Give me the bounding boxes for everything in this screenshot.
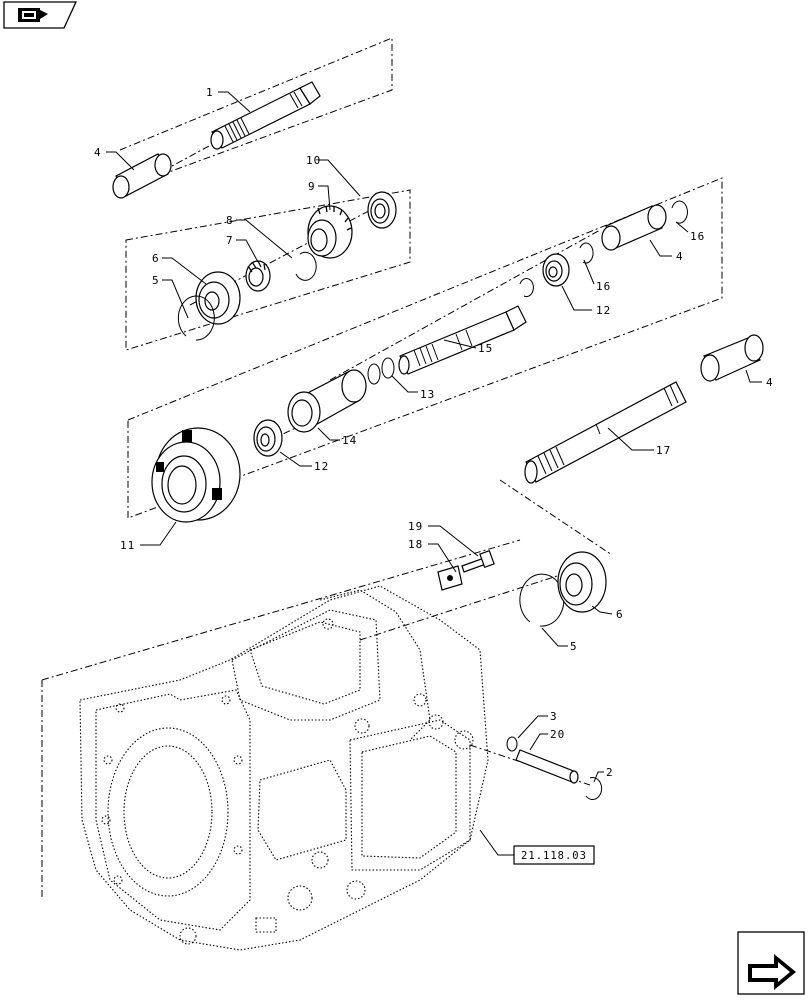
part-4-sleeve-bottom — [700, 334, 764, 382]
callout-6-top: 6 — [152, 252, 160, 265]
part-4-sleeve-top — [112, 153, 172, 199]
reference-label: 21.118.03 — [521, 850, 587, 862]
callout-4-bottom: 4 — [766, 376, 774, 389]
callout-20: 20 — [550, 728, 565, 741]
part-1-shaft — [210, 81, 321, 150]
part-13-o-rings — [367, 357, 395, 385]
callout-19: 19 — [408, 520, 423, 533]
part-20-pin — [515, 749, 579, 784]
part-8-snap-ring — [295, 251, 317, 281]
part-12-bearing-lower — [253, 419, 283, 457]
callout-5-top: 5 — [152, 274, 160, 287]
part-18-lock-plate — [437, 565, 463, 591]
callout-17: 17 — [656, 444, 671, 457]
callout-12-upper: 12 — [596, 304, 611, 317]
part-3-washer — [506, 736, 518, 752]
leader-lines — [106, 91, 762, 783]
part-15-shaft — [398, 305, 527, 375]
part-16-ring-small — [519, 278, 534, 298]
part-4-sleeve-right — [601, 204, 667, 251]
callout-11: 11 — [120, 539, 135, 552]
reference-link[interactable]: 21.118.03 — [479, 829, 595, 865]
part-19-bolt — [461, 549, 495, 573]
callout-9: 9 — [308, 180, 316, 193]
part-7-needle-bearing — [245, 260, 271, 292]
callout-5-lower: 5 — [570, 640, 578, 653]
part-16-snap-ring-top — [671, 200, 688, 224]
callout-1: 1 — [206, 86, 214, 99]
part-14-hub — [287, 369, 367, 433]
callout-16-mid: 16 — [596, 280, 611, 293]
part-10-bearing — [367, 191, 397, 229]
next-page-arrow-icon — [748, 954, 796, 990]
callout-2: 2 — [606, 766, 614, 779]
callout-4-top: 4 — [94, 146, 102, 159]
callout-16-top: 16 — [690, 230, 705, 243]
part-6-bearing-top — [195, 271, 241, 325]
back-nav-button[interactable] — [3, 1, 78, 29]
callout-3: 3 — [550, 710, 558, 723]
transmission-housing — [79, 585, 489, 951]
callout-labels: 1 4 10 9 8 7 6 5 16 4 16 12 15 13 14 12 … — [94, 86, 774, 779]
callout-15: 15 — [478, 342, 493, 355]
callout-4-right: 4 — [676, 250, 684, 263]
part-16-snap-ring-mid — [579, 242, 594, 264]
part-6-bearing-lower — [557, 551, 607, 613]
part-12-bearing-upper — [542, 253, 570, 287]
part-5-circlip-lower — [519, 573, 565, 627]
callout-12-lower: 12 — [314, 460, 329, 473]
assembly-boundaries — [41, 37, 723, 900]
part-5-circlip-top — [177, 295, 215, 341]
part-11-coupling — [151, 427, 241, 523]
part-17-long-shaft — [524, 381, 687, 484]
bookmark-back-icon — [18, 8, 48, 22]
callout-7: 7 — [226, 234, 234, 247]
callout-10: 10 — [306, 154, 321, 167]
callout-18: 18 — [408, 538, 423, 551]
part-9-gear — [307, 205, 353, 259]
callout-8: 8 — [226, 214, 234, 227]
callout-13: 13 — [420, 388, 435, 401]
part-2-ring — [585, 777, 603, 800]
next-page-button[interactable] — [737, 931, 805, 995]
callout-14: 14 — [342, 434, 357, 447]
callout-6-lower: 6 — [616, 608, 624, 621]
